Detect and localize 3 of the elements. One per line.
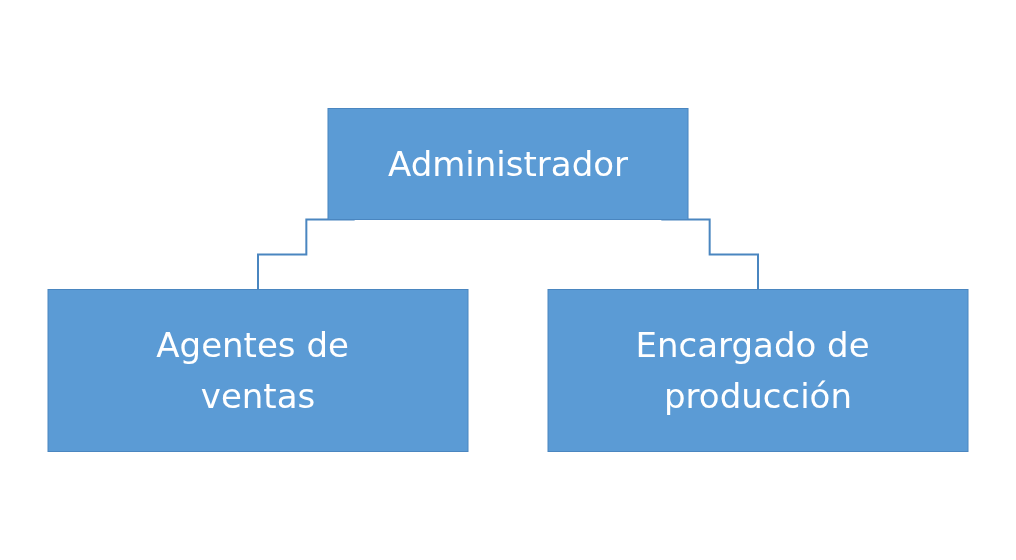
node-box: Encargado de producción bbox=[547, 289, 969, 452]
node-box: Administrador bbox=[327, 108, 689, 220]
node-box: Agentes de ventas bbox=[47, 289, 469, 452]
